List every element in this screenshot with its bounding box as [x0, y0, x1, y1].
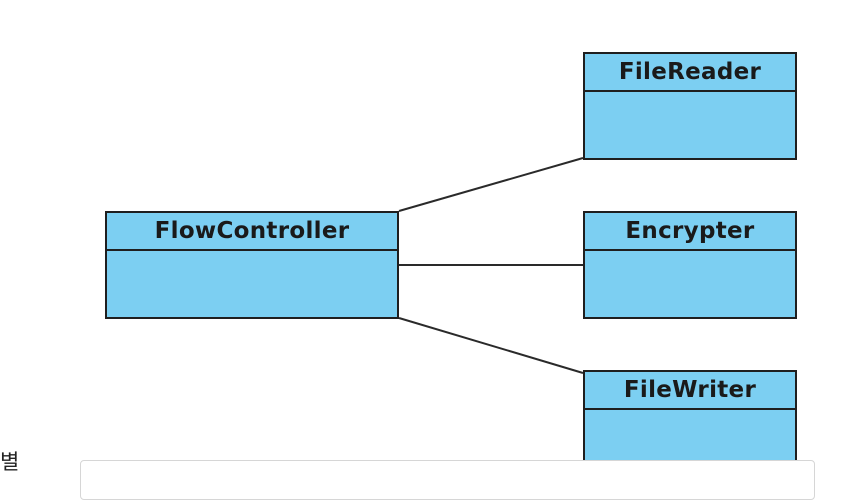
class-filereader[interactable]: FileReader: [583, 52, 797, 160]
class-name: FileWriter: [585, 372, 795, 410]
association-flowcontroller-filewriter: [398, 317, 584, 374]
bottom-container: [80, 460, 815, 500]
class-flowcontroller[interactable]: FlowController: [105, 211, 399, 319]
class-name: FileReader: [585, 54, 795, 92]
association-flowcontroller-filereader: [398, 157, 584, 212]
class-encrypter[interactable]: Encrypter: [583, 211, 797, 319]
side-label: 별: [0, 450, 20, 474]
class-name: FlowController: [107, 213, 397, 251]
class-name: Encrypter: [585, 213, 795, 251]
